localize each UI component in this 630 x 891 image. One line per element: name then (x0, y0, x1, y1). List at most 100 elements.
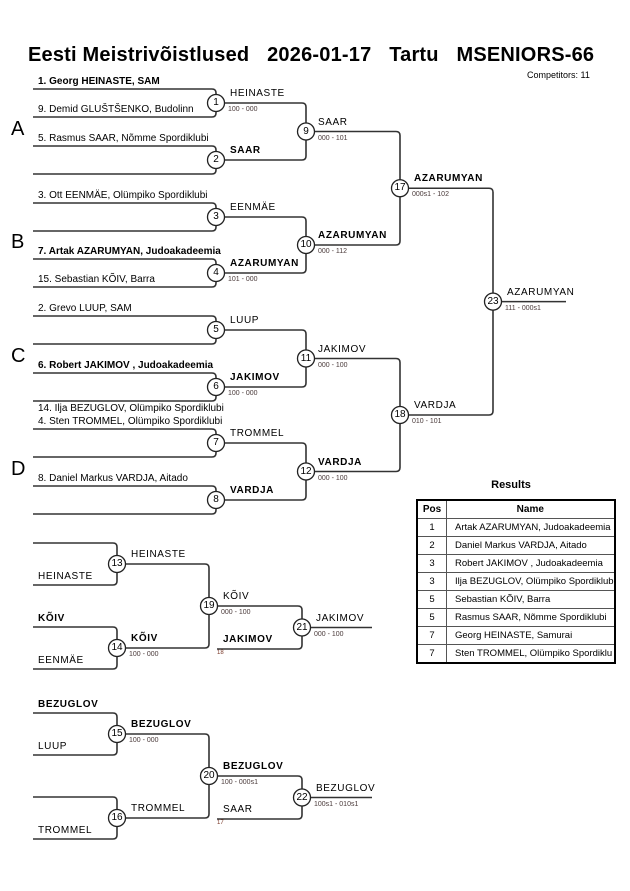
crossover-entry: JAKIMOV (223, 634, 273, 645)
match-circle (107, 554, 127, 574)
result-name: Ilja BEZUGLOV, Olümpiko Spordiklub (445, 572, 616, 591)
match-number: 3 (213, 211, 219, 222)
competitor-entry: 4. Sten TROMMEL, Olümpiko Spordiklubi (38, 416, 223, 427)
result-name: Rasmus SAAR, Nõmme Spordiklubi (445, 608, 616, 627)
results-title: Results (491, 479, 531, 491)
result-name: Georg HEINASTE, Samurai (445, 626, 616, 645)
match-circle (292, 618, 312, 637)
repechage-entry: LUUP (38, 741, 68, 752)
match-number: 19 (203, 600, 215, 611)
result-pos: 1 (416, 518, 447, 537)
repechage-entry: BEZUGLOV (38, 699, 99, 710)
match-number: 6 (213, 381, 219, 392)
competitor-entry: 14. Ilja BEZUGLOV, Olümpiko Spordiklubi (38, 403, 224, 414)
match-circle (107, 724, 127, 744)
event-category: MSENIORS-66 (456, 44, 595, 66)
competitor-entry: 7. Artak AZARUMYAN, Judoakadeemia (38, 246, 221, 257)
result-pos: 5 (416, 590, 447, 609)
match-score: 000 - 100 (318, 474, 348, 482)
match-winner: TROMMEL (230, 428, 285, 439)
repechage-entry: KÕIV (38, 613, 65, 624)
match-circle (206, 263, 226, 283)
match-circle (296, 349, 316, 368)
match-winner: VARDJA (414, 400, 457, 411)
match-score: 000 - 100 (314, 630, 344, 638)
competitor-entry: 3. Ott EENMÄE, Olümpiko Spordiklubi (38, 190, 208, 201)
match-score: 101 - 000 (228, 276, 258, 283)
result-pos: 5 (416, 608, 447, 627)
competitor-entry: 9. Demid GLUŠTŠENKO, Budolinn (38, 104, 194, 115)
match-number: 17 (394, 182, 406, 194)
result-pos: 3 (416, 572, 447, 591)
match-score: 000 - 100 (221, 609, 251, 616)
match-winner: AZARUMYAN (507, 286, 575, 298)
event-date: 2026-01-17 (267, 44, 372, 66)
match-circle (296, 462, 316, 481)
match-winner: BEZUGLOV (316, 782, 376, 794)
match-number: 1 (213, 97, 219, 108)
result-pos: 3 (416, 554, 447, 573)
match-winner: VARDJA (318, 456, 362, 468)
crossover-entry: SAAR (223, 804, 253, 815)
match-circle (199, 766, 219, 786)
match-number: 4 (213, 267, 219, 278)
page-title: Eesti Meistrivõistlused 2026-01-17 Tartu… (28, 44, 606, 67)
match-circle (296, 235, 316, 255)
match-circle (206, 93, 226, 113)
match-score: 100 - 000 (228, 390, 258, 397)
match-circle (483, 292, 503, 311)
match-score: 100 - 000 (228, 106, 258, 113)
bracket-round1 (33, 372, 217, 402)
match-number: 14 (111, 642, 123, 653)
pool-letter: A (11, 118, 25, 140)
match-circle (206, 433, 226, 453)
result-name: Daniel Markus VARDJA, Aitado (445, 536, 616, 555)
match-circle (206, 150, 226, 170)
bracket-round1 (33, 315, 217, 345)
match-winner: HEINASTE (230, 88, 285, 99)
match-winner: JAKIMOV (230, 372, 280, 383)
result-name: Sebastian KÕIV, Barra (445, 590, 616, 609)
result-pos: 7 (416, 644, 447, 664)
match-score: 111 - 000s1 (505, 304, 541, 312)
match-number: 22 (296, 791, 308, 803)
results-header-name: Name (445, 499, 616, 519)
bracket-round3 (306, 357, 401, 473)
match-number: 7 (213, 437, 219, 448)
repechage-entry: EENMÄE (38, 655, 84, 666)
match-number: 13 (111, 558, 123, 569)
match-circle (206, 320, 226, 340)
bracket-final (400, 187, 494, 416)
match-number: 20 (203, 770, 215, 781)
match-number: 18 (394, 409, 406, 420)
match-circle (206, 377, 226, 397)
match-winner: BEZUGLOV (131, 719, 192, 730)
repechage-entry: TROMMEL (38, 825, 93, 836)
pool-letter: C (11, 345, 26, 367)
match-score: 010 - 101 (412, 418, 442, 425)
match-winner: AZARUMYAN (230, 258, 299, 269)
match-winner: JAKIMOV (318, 343, 367, 355)
match-number: 11 (300, 352, 312, 364)
result-pos: 2 (416, 536, 447, 555)
competitors-count: Competitors: 11 (527, 70, 590, 80)
competitor-entry: 2. Grevo LUUP, SAM (38, 303, 132, 314)
match-winner: SAAR (318, 116, 348, 128)
match-number: 12 (300, 465, 312, 477)
match-number: 10 (300, 239, 312, 250)
match-score: 100s1 - 010s1 (314, 800, 359, 808)
event-name: Eesti Meistrivõistlused (28, 44, 250, 66)
match-winner: AZARUMYAN (318, 230, 387, 241)
bracket-round1 (33, 485, 217, 515)
match-number: 16 (111, 812, 123, 823)
match-winner: EENMÄE (230, 202, 276, 213)
match-winner: KÕIV (131, 633, 158, 644)
